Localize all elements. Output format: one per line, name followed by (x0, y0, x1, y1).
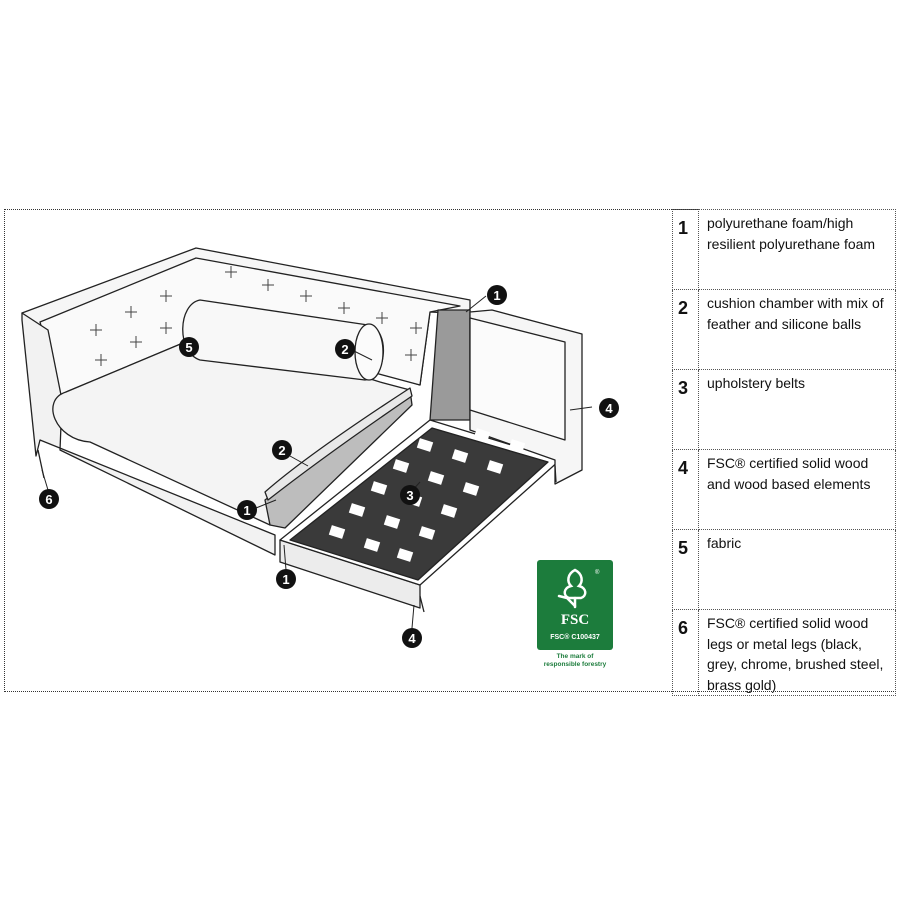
fsc-logo: ® FSC FSC® C100437 The mark of responsib… (535, 560, 615, 669)
fsc-license-code: FSC® C100437 (550, 634, 600, 641)
callout-marker: 2 (335, 339, 355, 359)
legend-text: cushion chamber with mix of feather and … (698, 289, 896, 370)
legend-text: FSC® certified solid wood legs or metal … (698, 609, 896, 696)
legend-number: 2 (672, 289, 699, 370)
legend-text: upholstery belts (698, 369, 896, 450)
legend-number: 6 (672, 609, 699, 696)
callout-marker-label: 6 (45, 492, 52, 507)
callout-marker-label: 2 (278, 443, 285, 458)
legend-number: 1 (672, 209, 699, 290)
legend-row: 3 upholstery belts (672, 369, 896, 450)
legend-number: 3 (672, 369, 699, 450)
legend-text: FSC® certified solid wood and wood based… (698, 449, 896, 530)
legend-row: 4 FSC® certified solid wood and wood bas… (672, 449, 896, 530)
callout-marker-label: 4 (408, 631, 416, 646)
callout-marker: 4 (402, 628, 422, 648)
fsc-tree-icon: ® (557, 568, 600, 609)
legend-row: 1 polyurethane foam/high resilient polyu… (672, 209, 896, 290)
callout-marker: 1 (276, 569, 296, 589)
fsc-badge: ® FSC FSC® C100437 (537, 560, 613, 650)
callout-marker: 2 (272, 440, 292, 460)
legend-text: polyurethane foam/high resilient polyure… (698, 209, 896, 290)
callout-marker-label: 2 (341, 342, 348, 357)
callout-marker-label: 4 (605, 401, 613, 416)
right-wood-inner (469, 317, 566, 441)
legend-row: 2 cushion chamber with mix of feather an… (672, 289, 896, 370)
legend-number: 4 (672, 449, 699, 530)
callout-marker-label: 1 (493, 288, 500, 303)
callout-marker: 1 (487, 285, 507, 305)
callout-marker-label: 5 (185, 340, 192, 355)
diagram-frame (4, 209, 896, 692)
callout-marker-label: 3 (406, 488, 413, 503)
legend-row: 5 fabric (672, 529, 896, 610)
quilting-stitches (90, 266, 422, 366)
back-right-leg (554, 465, 557, 483)
callout-marker: 5 (179, 337, 199, 357)
callout-markers: 1 2 5 2 1 3 4 1 (39, 285, 619, 648)
callout-marker: 4 (599, 398, 619, 418)
back-foam-section (429, 309, 471, 421)
callout-marker-label: 1 (282, 572, 289, 587)
cushion-feather-layer (264, 387, 413, 501)
callout-marker: 3 (400, 485, 420, 505)
sofa-cutaway-illustration: 1 2 5 2 1 3 4 1 (21, 247, 619, 648)
svg-text:®: ® (595, 569, 600, 576)
callout-marker: 1 (237, 500, 257, 520)
fsc-wordmark: FSC (560, 612, 590, 628)
right-leg (419, 595, 425, 613)
bolster-end (354, 323, 384, 381)
callout-marker: 6 (39, 489, 59, 509)
fsc-tagline-line: responsible forestry (543, 661, 607, 668)
sofa-left-side (21, 312, 276, 556)
fsc-tagline: The mark of responsible forestry (535, 653, 615, 669)
legend-table: 1 polyurethane foam/high resilient polyu… (672, 209, 896, 696)
legend-text: fabric (698, 529, 896, 610)
fsc-tagline-line: The mark of (556, 653, 594, 660)
legend-row: 6 FSC® certified solid wood legs or meta… (672, 609, 896, 696)
callout-marker-label: 1 (243, 503, 250, 518)
legend-number: 5 (672, 529, 699, 610)
